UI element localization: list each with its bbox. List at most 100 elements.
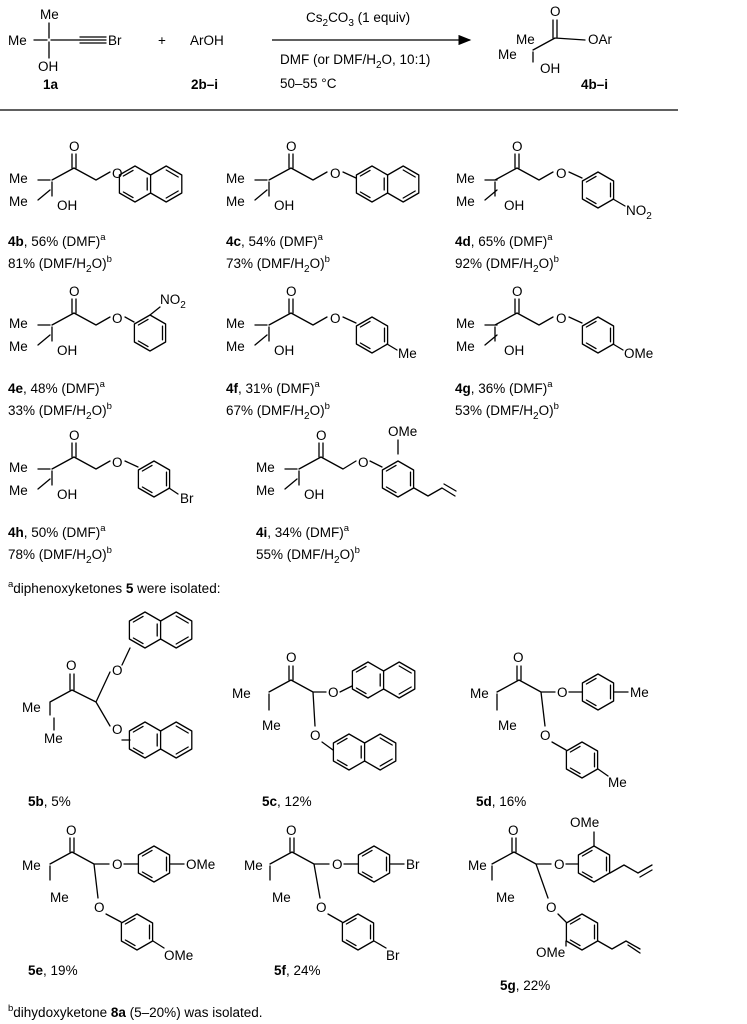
- svg-text:92% (DMF/H2O)b: 92% (DMF/H2O)b: [455, 254, 559, 275]
- product-5d: O Me Me O O Me Me: [470, 650, 649, 790]
- svg-text:OH: OH: [274, 343, 294, 358]
- svg-text:Me: Me: [226, 194, 245, 209]
- svg-text:O: O: [112, 311, 123, 326]
- svg-text:OH: OH: [57, 487, 77, 502]
- svg-text:O: O: [69, 428, 80, 443]
- svg-text:O: O: [557, 685, 568, 700]
- product-5g: O Me Me O O OMe OMe: [468, 815, 653, 960]
- svg-text:OMe: OMe: [164, 948, 193, 963]
- svg-text:O: O: [556, 166, 567, 181]
- yield-5d: 5d, 16%: [476, 794, 526, 809]
- svg-text:OH: OH: [57, 198, 77, 213]
- svg-text:Me: Me: [398, 346, 417, 361]
- yield-4e: 4e, 48% (DMF)a 33% (DMF/H2O)b: [8, 379, 112, 422]
- svg-text:O: O: [66, 823, 77, 838]
- product-4b: O Me Me OH O: [9, 139, 183, 213]
- svg-text:O: O: [540, 728, 551, 743]
- svg-text:OMe: OMe: [186, 857, 215, 872]
- product-5e: O Me Me O O OMe OMe: [22, 823, 215, 963]
- yield-4g: 4g, 36% (DMF)a 53% (DMF/H2O)b: [455, 379, 559, 422]
- svg-text:50–55 °C: 50–55 °C: [280, 76, 337, 91]
- svg-text:4g, 36% (DMF)a: 4g, 36% (DMF)a: [455, 379, 553, 396]
- product-5f: O Me Me O O Br Br: [244, 823, 420, 963]
- svg-text:4i, 34% (DMF)a: 4i, 34% (DMF)a: [256, 523, 350, 540]
- svg-text:OMe: OMe: [570, 815, 599, 830]
- svg-text:53% (DMF/H2O)b: 53% (DMF/H2O)b: [455, 401, 559, 422]
- svg-text:81% (DMF/H2O)b: 81% (DMF/H2O)b: [8, 254, 112, 275]
- svg-text:O: O: [69, 139, 80, 154]
- svg-text:Me: Me: [9, 483, 28, 498]
- svg-text:Br: Br: [406, 857, 420, 872]
- svg-text:O: O: [112, 857, 123, 872]
- svg-text:O: O: [94, 900, 105, 915]
- svg-text:O: O: [286, 139, 297, 154]
- reaction-arrow: Cs2CO3 (1 equiv) DMF (or DMF/H2O, 10:1) …: [272, 10, 472, 91]
- svg-text:O: O: [286, 650, 297, 665]
- svg-text:1a: 1a: [43, 77, 59, 92]
- yield-5b: 5b, 5%: [28, 794, 71, 809]
- svg-text:Me: Me: [608, 775, 627, 790]
- svg-text:O: O: [330, 166, 341, 181]
- svg-text:4f, 31% (DMF)a: 4f, 31% (DMF)a: [226, 379, 321, 396]
- svg-text:67% (DMF/H2O)b: 67% (DMF/H2O)b: [226, 401, 330, 422]
- yield-5f: 5f, 24%: [274, 963, 321, 978]
- yield-5e: 5e, 19%: [28, 963, 78, 978]
- svg-text:2b–i: 2b–i: [191, 77, 218, 92]
- plus-sign: +: [158, 33, 166, 48]
- svg-text:ArOH: ArOH: [190, 33, 224, 48]
- yield-4i: 4i, 34% (DMF)a 55% (DMF/H2O)b: [256, 523, 360, 566]
- svg-text:Br: Br: [108, 33, 122, 48]
- svg-text:OAr: OAr: [588, 32, 613, 47]
- svg-text:4b–i: 4b–i: [581, 77, 608, 92]
- footnote-b: bdihydoxyketone 8a (5–20%) was isolated.: [8, 1003, 262, 1020]
- svg-text:Me: Me: [456, 194, 475, 209]
- svg-text:Me: Me: [50, 890, 69, 905]
- svg-text:O: O: [69, 284, 80, 299]
- svg-text:Me: Me: [470, 686, 489, 701]
- svg-text:Me: Me: [226, 171, 245, 186]
- svg-text:O: O: [330, 311, 341, 326]
- svg-text:55% (DMF/H2O)b: 55% (DMF/H2O)b: [256, 545, 360, 566]
- svg-text:4e, 48% (DMF)a: 4e, 48% (DMF)a: [8, 379, 106, 396]
- svg-text:OMe: OMe: [388, 424, 417, 439]
- svg-text:OMe: OMe: [624, 346, 653, 361]
- svg-text:OH: OH: [504, 198, 524, 213]
- svg-text:Me: Me: [272, 890, 291, 905]
- svg-text:Br: Br: [180, 491, 194, 506]
- product-4f: O Me Me OH O Me: [226, 284, 417, 361]
- svg-text:NO2: NO2: [626, 203, 652, 222]
- svg-text:Me: Me: [516, 32, 535, 47]
- svg-text:Me: Me: [40, 7, 59, 22]
- svg-text:Me: Me: [9, 171, 28, 186]
- product-4g: O Me Me OH O OMe: [456, 284, 653, 361]
- svg-text:Br: Br: [386, 948, 400, 963]
- svg-text:4d, 65% (DMF)a: 4d, 65% (DMF)a: [455, 232, 553, 249]
- svg-text:4c, 54% (DMF)a: 4c, 54% (DMF)a: [226, 232, 324, 249]
- svg-text:OH: OH: [504, 343, 524, 358]
- svg-text:Me: Me: [256, 460, 275, 475]
- footnote-a: adiphenoxyketones 5 were isolated:: [8, 579, 220, 596]
- yield-4d: 4d, 65% (DMF)a 92% (DMF/H2O)b: [455, 232, 559, 275]
- product-4i: O Me Me OH O OMe: [256, 424, 457, 502]
- svg-text:Me: Me: [456, 171, 475, 186]
- svg-text:O: O: [112, 166, 123, 181]
- reactant-1a: Me Me OH Br 1a: [8, 7, 122, 92]
- svg-text:OH: OH: [540, 61, 560, 76]
- svg-text:Me: Me: [8, 33, 27, 48]
- svg-text:O: O: [546, 900, 557, 915]
- svg-text:OH: OH: [304, 487, 324, 502]
- product-4c: O Me Me OH O: [226, 139, 420, 213]
- svg-text:O: O: [358, 455, 369, 470]
- svg-text:4h, 50% (DMF)a: 4h, 50% (DMF)a: [8, 523, 106, 540]
- svg-text:Me: Me: [9, 339, 28, 354]
- svg-text:73% (DMF/H2O)b: 73% (DMF/H2O)b: [226, 254, 330, 275]
- svg-text:O: O: [316, 428, 327, 443]
- svg-text:O: O: [66, 658, 77, 673]
- yield-5g: 5g, 22%: [500, 978, 550, 993]
- svg-text:Cs2CO3 (1 equiv): Cs2CO3 (1 equiv): [306, 10, 410, 29]
- svg-text:Me: Me: [630, 685, 649, 700]
- svg-text:O: O: [512, 284, 523, 299]
- product-4d: O Me Me OH O NO2: [456, 139, 652, 222]
- svg-text:Me: Me: [9, 316, 28, 331]
